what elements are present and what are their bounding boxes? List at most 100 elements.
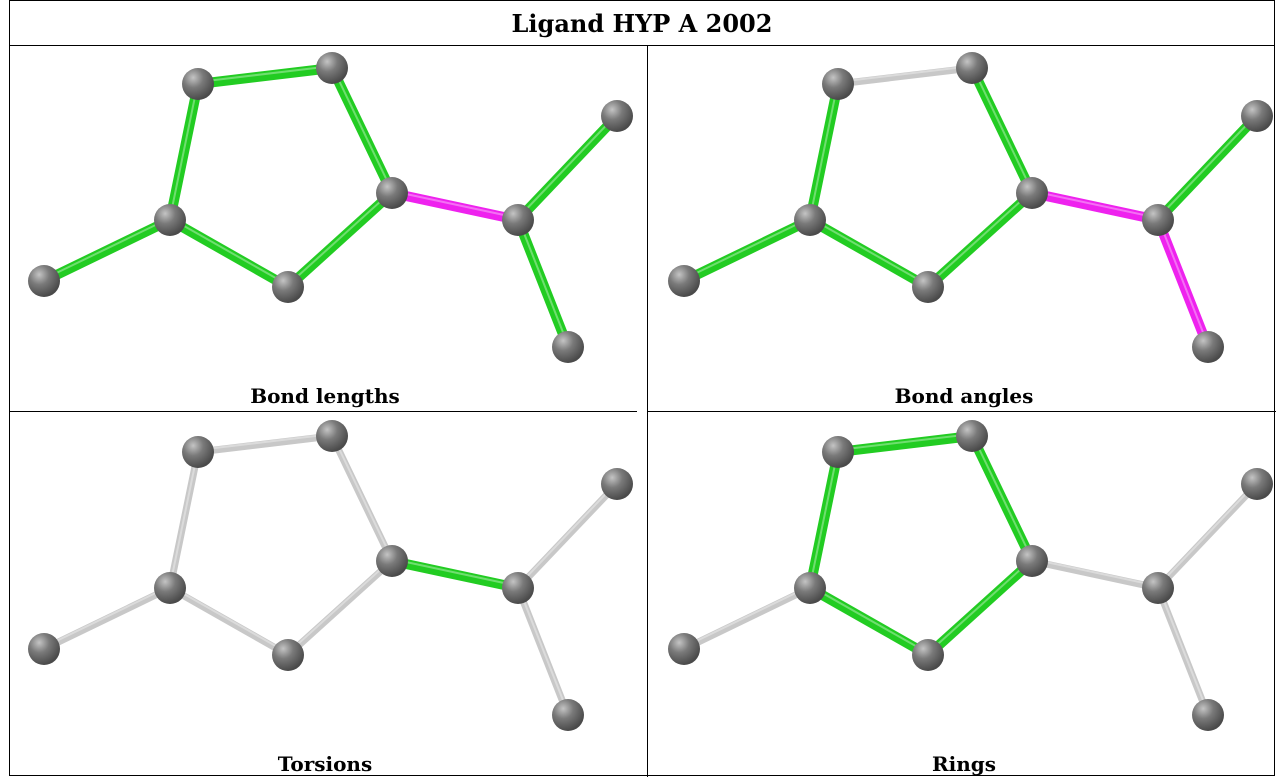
- bond-4: [165, 79, 203, 225]
- bond-highlight-6: [391, 558, 519, 587]
- atom-8: [28, 633, 60, 665]
- bond-1: [327, 63, 397, 198]
- caption-torsions: Torsions: [277, 752, 373, 776]
- atom-0: [182, 68, 214, 100]
- bond-0: [194, 432, 336, 456]
- bond-highlight-2: [287, 190, 393, 286]
- atom-0: [182, 436, 214, 468]
- figure-title: Ligand HYP A 2002: [10, 1, 1274, 46]
- panel-bond-angles: [668, 52, 1273, 363]
- atom-4: [601, 100, 633, 132]
- bond-highlight-3: [809, 585, 929, 654]
- atom-8: [28, 265, 60, 297]
- panel-torsions: [28, 420, 633, 731]
- bond-highlight-0: [197, 65, 333, 83]
- bond-7: [1154, 480, 1261, 592]
- atom-7: [794, 572, 826, 604]
- atom-0: [822, 436, 854, 468]
- atom-5: [552, 699, 584, 731]
- panel-rings: [668, 420, 1273, 731]
- atom-4: [601, 468, 633, 500]
- atom-3: [502, 572, 534, 604]
- bond-highlight-1: [331, 433, 393, 560]
- bond-1: [328, 432, 396, 565]
- bond-4: [166, 448, 202, 592]
- bond-6: [1028, 557, 1162, 592]
- caption-bond-angles: Bond angles: [894, 384, 1034, 408]
- bond-highlight-2: [927, 558, 1033, 654]
- atom-2: [1016, 177, 1048, 209]
- bond-1: [967, 63, 1037, 198]
- bond-7: [514, 480, 621, 592]
- bond-highlight-1: [971, 433, 1033, 560]
- bond-7: [513, 111, 622, 225]
- bond-8: [514, 584, 572, 719]
- bond-3: [805, 583, 933, 660]
- bond-highlight-7: [1157, 481, 1258, 587]
- bond-5: [39, 215, 175, 286]
- atom-0: [822, 68, 854, 100]
- bond-6: [387, 188, 523, 225]
- bond-highlight-5: [683, 585, 811, 648]
- atom-2: [1016, 545, 1048, 577]
- bond-8: [1153, 215, 1213, 352]
- bond-3: [805, 215, 933, 292]
- atom-7: [154, 204, 186, 236]
- bond-2: [283, 188, 397, 292]
- bond-0: [193, 63, 337, 89]
- atom-6: [912, 271, 944, 303]
- bond-highlight-1: [331, 65, 393, 192]
- bond-highlight-0: [837, 433, 973, 451]
- atom-1: [956, 52, 988, 84]
- bond-1: [967, 431, 1037, 566]
- atom-5: [552, 331, 584, 363]
- panel-bond-lengths: [28, 52, 633, 363]
- bond-8: [513, 215, 573, 352]
- bond-2: [923, 188, 1037, 292]
- atom-4: [1241, 468, 1273, 500]
- caption-rings: Rings: [931, 752, 996, 776]
- bond-6: [1027, 188, 1163, 225]
- bond-highlight-7: [517, 113, 618, 219]
- bond-4: [805, 79, 843, 225]
- bond-highlight-6: [1031, 558, 1159, 587]
- bond-highlight-0: [837, 65, 973, 83]
- bond-highlight-3: [169, 217, 289, 286]
- bond-6: [387, 556, 523, 593]
- bond-3: [166, 584, 292, 659]
- atom-1: [316, 420, 348, 452]
- atom-1: [956, 420, 988, 452]
- bond-2: [923, 556, 1037, 660]
- bond-5: [679, 215, 815, 286]
- bond-highlight-5: [683, 217, 811, 280]
- atom-1: [316, 52, 348, 84]
- bond-highlight-6: [1031, 190, 1159, 219]
- caption-bond-lengths: Bond lengths: [250, 384, 400, 408]
- bond-4: [805, 447, 843, 593]
- bond-highlight-5: [43, 217, 171, 280]
- atom-4: [1241, 100, 1273, 132]
- atom-2: [376, 177, 408, 209]
- atom-5: [1192, 331, 1224, 363]
- bond-highlight-1: [971, 65, 1033, 192]
- atom-8: [668, 633, 700, 665]
- bond-highlight-8: [1157, 585, 1209, 714]
- bond-0: [833, 431, 977, 457]
- bond-highlight-8: [1157, 217, 1209, 346]
- atom-6: [272, 271, 304, 303]
- bond-7: [1153, 111, 1262, 225]
- bond-highlight-6: [391, 190, 519, 219]
- bond-highlight-5: [43, 585, 171, 648]
- bond-highlight-7: [517, 481, 618, 587]
- bond-highlight-8: [517, 217, 569, 346]
- bond-highlight-3: [809, 217, 929, 286]
- bond-8: [1154, 584, 1212, 719]
- atom-2: [376, 545, 408, 577]
- figure-frame: Ligand HYP A 2002: [9, 0, 1276, 777]
- bond-highlight-3: [169, 585, 289, 654]
- bond-highlight-4: [169, 81, 199, 219]
- bond-highlight-2: [927, 190, 1033, 286]
- bond-highlight-8: [517, 585, 569, 714]
- atom-5: [1192, 699, 1224, 731]
- atom-3: [502, 204, 534, 236]
